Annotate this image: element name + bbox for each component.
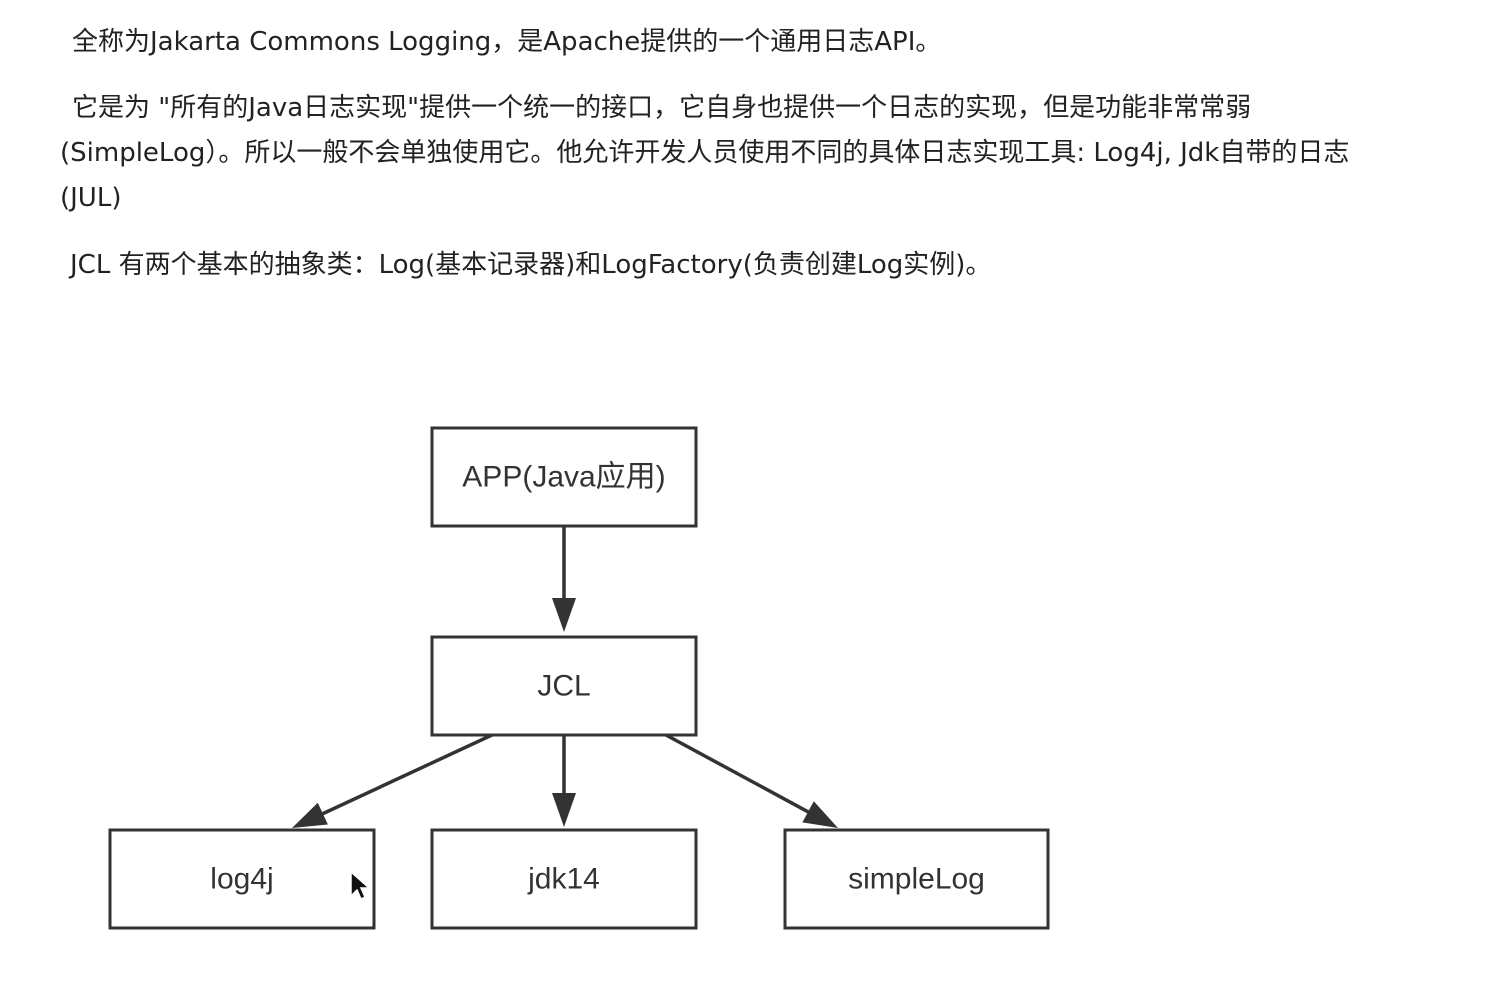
intro-line-2: 它是为 "所有的Java日志实现"提供一个统一的接口，它自身也提供一个日志的实现… — [72, 93, 1252, 123]
edge-jcl-log4j-arrowhead — [292, 802, 328, 828]
edge-jcl-jdk14-arrowhead — [552, 793, 576, 827]
node-app-box — [430, 426, 698, 528]
edge-jcl-jdk14 — [552, 735, 576, 827]
node-jdk14-box — [430, 828, 698, 930]
node-app-label: APP(Java应用) — [462, 461, 665, 494]
intro-line-4: (JUL) — [60, 183, 122, 213]
edge-app-jcl-arrowhead — [552, 598, 576, 632]
node-jdk14: jdk14 — [430, 828, 698, 930]
node-simplelog-box — [783, 828, 1050, 930]
edge-jcl-log4j — [292, 733, 493, 828]
node-jcl-label: JCL — [537, 670, 590, 703]
node-simplelog-label: simpleLog — [848, 863, 985, 896]
edge-jcl-log4j-line — [320, 733, 493, 817]
node-jcl: JCL — [430, 635, 698, 737]
node-log4j: log4j — [108, 828, 376, 930]
edge-app-jcl — [552, 526, 576, 632]
node-jdk14-label: jdk14 — [527, 863, 600, 896]
edge-jcl-simplelog-line — [665, 733, 811, 815]
node-simplelog: simpleLog — [783, 828, 1050, 930]
diagram-nodes: APP(Java应用) JCL log4j jdk14 simpleLog — [108, 426, 1050, 930]
diagram-edges — [292, 526, 838, 828]
intro-line-5: JCL 有两个基本的抽象类：Log(基本记录器)和LogFactory(负责创建… — [70, 250, 992, 280]
mouse-pointer-icon — [350, 870, 371, 901]
node-jcl-box — [430, 635, 698, 737]
intro-line-3: (SimpleLog）。所以一般不会单独使用它。他允许开发人员使用不同的具体日志… — [60, 138, 1350, 168]
edge-jcl-simplelog-arrowhead — [802, 801, 838, 828]
node-app: APP(Java应用) — [430, 426, 698, 528]
intro-line-1: 全称为Jakarta Commons Logging，是Apache提供的一个通… — [72, 27, 942, 57]
node-log4j-label: log4j — [210, 863, 273, 896]
node-log4j-box — [108, 828, 376, 930]
edge-jcl-simplelog — [665, 733, 838, 828]
